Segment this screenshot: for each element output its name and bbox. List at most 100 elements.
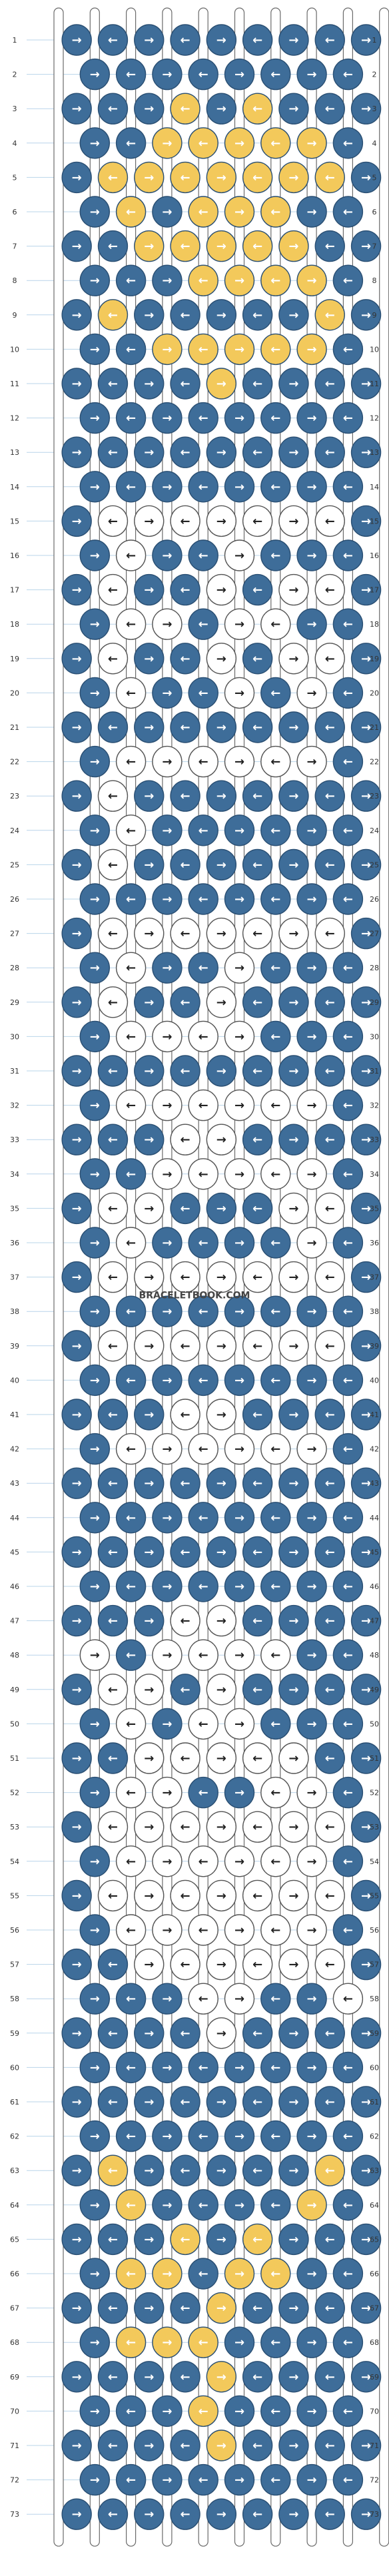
row-number-label: 42 (370, 1445, 379, 1454)
knot-arrow-icon: ← (108, 858, 118, 872)
knot-arrow-icon: ← (108, 1614, 118, 1628)
row-number-label: 71 (10, 2441, 19, 2450)
knot: → (278, 2361, 309, 2393)
knot: → (350, 1261, 382, 1293)
knot-arrow-icon: ← (325, 652, 335, 666)
knot-arrow-icon: ← (325, 858, 335, 872)
row-number-label: 30 (370, 1032, 379, 1041)
knot-arrow-icon: → (144, 1271, 154, 1285)
row-number-label: 7 (372, 242, 377, 251)
knot-arrow-icon: → (288, 858, 298, 872)
knot-arrow-icon: → (361, 2027, 371, 2041)
knot: ← (242, 848, 273, 881)
knot: ← (242, 573, 273, 606)
knot-arrow-icon: → (307, 2473, 317, 2487)
knot-arrow-icon: → (144, 2302, 154, 2316)
knot-arrow-icon: → (216, 308, 226, 322)
knot-arrow-icon: ← (126, 1717, 136, 1731)
knot: → (61, 780, 92, 812)
knot: ← (115, 1158, 147, 1190)
knot-arrow-icon: ← (198, 1580, 208, 1594)
knot: → (350, 1674, 382, 1706)
knot-arrow-icon: ← (252, 2164, 262, 2178)
row-number-label: 60 (10, 2063, 19, 2072)
knot: → (278, 505, 309, 537)
row-number-label: 56 (370, 1926, 379, 1935)
knot-arrow-icon: → (144, 1133, 154, 1147)
knot-arrow-icon: ← (252, 721, 262, 735)
knot-arrow-icon: → (144, 240, 154, 254)
knot-arrow-icon: → (307, 1305, 317, 1319)
knot-arrow-icon: → (144, 2507, 154, 2521)
row-number-label: 16 (10, 551, 19, 560)
knot-arrow-icon: → (234, 755, 244, 769)
knot: ← (188, 58, 218, 91)
knot: → (296, 1020, 327, 1053)
knot: ← (260, 539, 291, 571)
knot-arrow-icon: → (72, 240, 82, 254)
knot: → (224, 2189, 255, 2221)
knot-arrow-icon: → (234, 549, 244, 563)
knot: → (206, 368, 237, 400)
knot-arrow-icon: ← (181, 583, 191, 597)
knot: → (152, 1502, 183, 1534)
knot-arrow-icon: ← (270, 342, 280, 356)
knot: → (206, 780, 237, 812)
knot-arrow-icon: → (162, 412, 172, 426)
knot: ← (314, 93, 345, 125)
knot: ← (115, 1295, 147, 1327)
knot-arrow-icon: → (307, 342, 317, 356)
knot: → (224, 2326, 255, 2358)
knot: ← (332, 1639, 364, 1671)
knot: ← (97, 1330, 129, 1362)
knot: ← (97, 1192, 129, 1225)
knot-arrow-icon: ← (343, 1030, 353, 1044)
row-number-label: 6 (13, 208, 17, 216)
knot-arrow-icon: → (216, 1889, 226, 1903)
knot-arrow-icon: → (307, 1786, 317, 1800)
knot-arrow-icon: ← (126, 549, 136, 563)
knot: → (152, 333, 183, 366)
knot-arrow-icon: → (90, 1511, 100, 1525)
knot-arrow-icon: → (361, 1545, 371, 1559)
row-number-label: 13 (10, 448, 19, 457)
knot-arrow-icon: → (288, 996, 298, 1010)
knot: ← (170, 2223, 200, 2256)
knot: → (134, 2223, 165, 2256)
knot: → (224, 1914, 255, 1946)
knot-arrow-icon: ← (252, 377, 262, 391)
knot: ← (188, 402, 218, 434)
knot: ← (97, 299, 129, 331)
knot-arrow-icon: → (72, 308, 82, 322)
knot: → (61, 1674, 92, 1706)
knot-arrow-icon: → (216, 583, 226, 597)
knot-arrow-icon: → (288, 308, 298, 322)
knot-arrow-icon: → (90, 1373, 100, 1387)
knot-arrow-icon: ← (108, 308, 118, 322)
knot: → (278, 986, 309, 1018)
knot: → (224, 2120, 255, 2152)
knot-arrow-icon: → (216, 240, 226, 254)
knot: ← (242, 2223, 273, 2256)
knot-arrow-icon: → (162, 1511, 172, 1525)
knot: ← (97, 1674, 129, 1706)
knot-arrow-icon: → (361, 377, 371, 391)
row-number-label: 63 (370, 2166, 379, 2175)
row-number-label: 23 (10, 792, 19, 801)
knot-arrow-icon: ← (252, 1752, 262, 1766)
knot-arrow-icon: → (234, 1786, 244, 1800)
knot-arrow-icon: ← (343, 2198, 353, 2212)
knot: → (296, 196, 327, 228)
row-number-label: 52 (370, 1789, 379, 1797)
row-number-label: 66 (10, 2270, 19, 2278)
row-number-label: 27 (10, 930, 19, 938)
knot: → (296, 471, 327, 503)
knot-arrow-icon: ← (325, 308, 335, 322)
knot-arrow-icon: ← (252, 2507, 262, 2521)
knot: ← (170, 161, 200, 194)
row-number-label: 54 (370, 1857, 379, 1866)
row-number-label: 16 (370, 551, 379, 560)
knot: → (134, 24, 165, 56)
knot-arrow-icon: → (144, 1476, 154, 1490)
knot: → (206, 2017, 237, 2049)
